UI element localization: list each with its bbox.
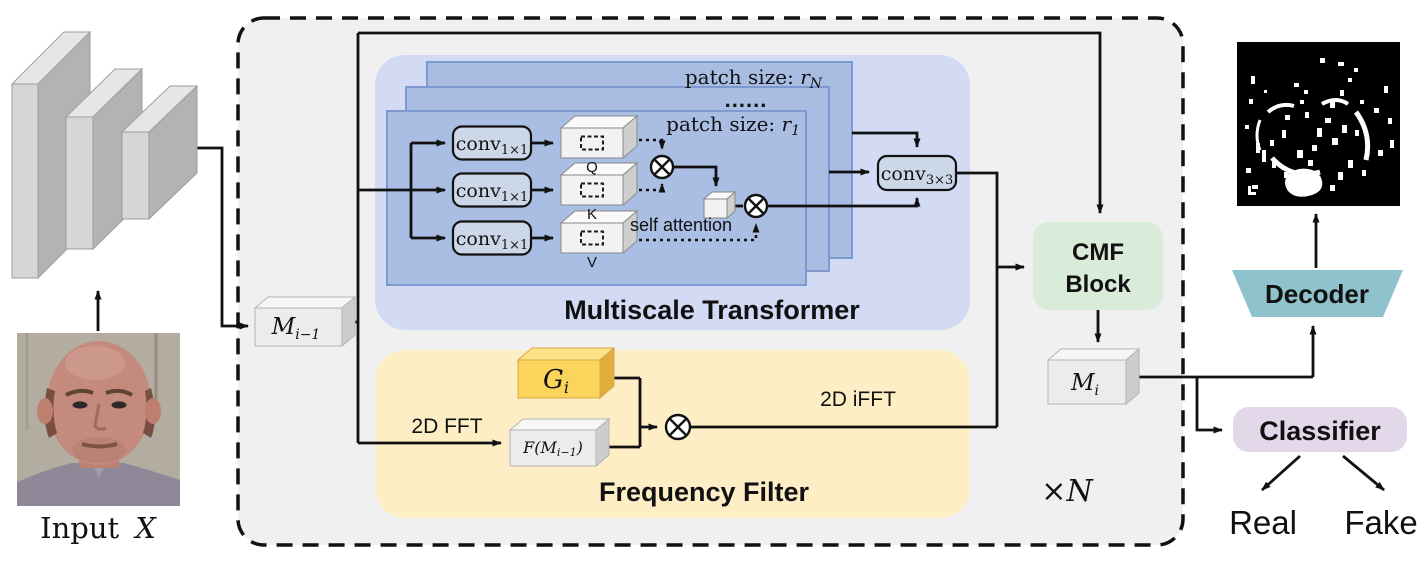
conv1x1-label: conv1×1 [456, 228, 529, 253]
self-attention-label: self attention [630, 215, 732, 235]
decoder-title: Decoder [1265, 279, 1369, 309]
mprev-label: Mi−1 [271, 314, 321, 343]
patch-size-r1-label: patch size: r1 [666, 112, 800, 139]
conv1x1-label: conv1×1 [456, 133, 529, 158]
arrow-to-fake [1342, 454, 1385, 492]
line-mul1-to-softmax [673, 165, 720, 187]
dotted-v-to-mul2 [625, 223, 760, 242]
mprev-cube [253, 295, 357, 348]
patch-grid-icon [580, 135, 604, 151]
softmax-cube [702, 190, 737, 220]
real-label: Real [1229, 504, 1297, 541]
connectors [94, 31, 1385, 492]
line-encoder-to-mprev [193, 146, 249, 330]
dotted-connectors [625, 138, 760, 242]
dotted-k-to-mul1 [625, 183, 666, 193]
classifier-title: Classifier [1259, 416, 1381, 446]
face-photo [17, 333, 180, 506]
cmf-block [1033, 222, 1163, 310]
cmf-title-line1: CMF [1072, 239, 1124, 266]
cmf-title-line2: Block [1065, 271, 1131, 298]
qkv-cubes [559, 114, 737, 255]
elementwise-mul-icon [664, 413, 692, 441]
multiscale-transformer-title: Multiscale Transformer [564, 295, 860, 325]
fm-label: F(Mi−1) [522, 438, 583, 459]
conv3x3-box [876, 154, 958, 192]
v-label: V [587, 254, 597, 271]
mi-cube [1046, 347, 1141, 406]
arrow-to-classifier [1195, 377, 1223, 434]
line-gf-bracket [609, 376, 642, 449]
line-attn-out-r1 [767, 197, 921, 208]
gi-label: Gi [543, 365, 569, 397]
encoder-slab-3 [120, 84, 199, 221]
matmul-av-icon [743, 193, 769, 219]
input-image [17, 333, 180, 506]
fft-label: 2D FFT [411, 415, 482, 438]
multiply-nodes [649, 154, 769, 441]
q-label: Q [586, 159, 598, 176]
scales-ellipsis: ...... [725, 87, 768, 112]
conv3x3-label: conv3×3 [881, 163, 954, 188]
conv1x1-label: conv1×1 [456, 180, 529, 205]
fft-feature-cube [508, 417, 611, 468]
frequency-filter-title: Frequency Filter [599, 477, 810, 507]
conv1x1-box-q [451, 125, 533, 161]
line-skip-to-cmf [358, 31, 1104, 214]
decoder-block [1232, 270, 1403, 317]
predicted-mask-image [1237, 42, 1400, 206]
ifft-label: 2D iFFT [820, 388, 896, 411]
line-attn-out-rN [852, 131, 921, 148]
conv1x1-box-v [451, 220, 533, 256]
repeat-n-label: ×N [1041, 474, 1094, 509]
fake-label: Fake [1344, 504, 1417, 541]
mi-label: Mi [1070, 370, 1099, 399]
patch-grid-icon [580, 230, 604, 246]
classifier-block [1233, 407, 1407, 452]
conv1x1-box-k [451, 172, 533, 208]
k-label: K [587, 206, 597, 223]
mask-arcs [1255, 98, 1371, 177]
patch-grid-icon [580, 182, 604, 198]
line-conv3-out [956, 171, 999, 427]
gi-filter-cube [516, 346, 616, 400]
arrow-to-real [1261, 454, 1301, 492]
encoder-pyramid [10, 30, 199, 280]
q-cube [559, 114, 639, 160]
patch-size-rN-label: patch size: rN [685, 65, 823, 92]
dotted-q-to-mul1 [625, 138, 666, 150]
k-cube [559, 161, 639, 207]
conv1x1-boxes [451, 125, 533, 256]
matmul-qk-icon [649, 154, 675, 180]
v-cube [559, 209, 639, 255]
